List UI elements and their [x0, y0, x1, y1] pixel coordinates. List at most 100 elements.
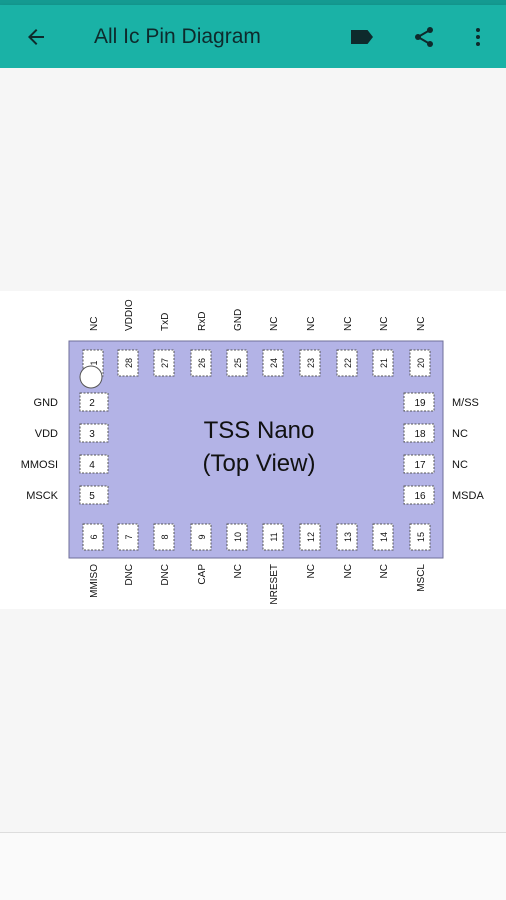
bottom-pin-label: NC [306, 564, 317, 578]
back-button[interactable] [12, 5, 60, 68]
left-pin-number: 3 [89, 429, 95, 440]
pin-diagram-svg: TSS Nano (Top View) 1NC28VDDIO27TxD26RxD… [21, 299, 485, 605]
top-pin-label: RxD [197, 312, 208, 331]
bottom-pin-label: DNC [124, 564, 135, 586]
bottom-pin-pad [117, 523, 139, 551]
bottom-pin-number: 11 [269, 532, 279, 541]
more-options-button[interactable] [454, 5, 502, 68]
chip-title-line-1: TSS Nano [204, 417, 315, 444]
top-pin-label: NC [379, 317, 390, 331]
bottom-pin-label: DNC [160, 564, 171, 586]
left-pin-number: 2 [89, 398, 95, 409]
top-pin-pad [299, 349, 321, 377]
right-pin-label: NC [452, 459, 468, 471]
left-pin-number: 5 [89, 491, 95, 502]
top-pin-number: 25 [233, 358, 243, 368]
top-pin-label: GND [233, 309, 244, 331]
top-pin-number: 27 [160, 358, 170, 368]
top-pin-pad [190, 349, 212, 377]
right-pin-label: NC [452, 428, 468, 440]
left-pin-pad [79, 423, 109, 443]
top-pin-pad [226, 349, 248, 377]
top-pin-number: 1 [89, 360, 99, 365]
bottom-pin-pad [372, 523, 394, 551]
label-button[interactable] [338, 5, 386, 68]
bottom-pin-pad [299, 523, 321, 551]
top-pin-number: 28 [124, 358, 134, 368]
bottom-pin-number: 15 [416, 532, 426, 542]
bottom-pin-label: NRESET [269, 564, 280, 605]
arrow-back-icon [28, 28, 44, 45]
right-pin-number: 17 [414, 460, 426, 471]
top-pin-pad [262, 349, 284, 377]
bottom-pin-number: 10 [233, 532, 243, 542]
top-pin-number: 22 [343, 358, 353, 368]
top-pin-pad [117, 349, 139, 377]
bottom-pin-number: 7 [124, 534, 134, 539]
label-tag-icon [351, 29, 373, 44]
left-pin-label: MSCK [26, 490, 58, 502]
top-pin-number: 21 [379, 358, 389, 368]
right-pin-number: 16 [414, 491, 426, 502]
bottom-pin-label: MMISO [89, 564, 100, 598]
right-pin-pad [403, 454, 435, 474]
chip-body [68, 340, 444, 559]
top-pin-number: 20 [416, 358, 426, 368]
bottom-pin-pad [190, 523, 212, 551]
bottom-pin-number: 14 [379, 532, 389, 542]
right-pin-number: 19 [414, 398, 426, 409]
top-pin-label: TxD [160, 313, 171, 331]
top-pin-pad [372, 349, 394, 377]
top-pin-number: 23 [306, 358, 316, 368]
right-pin-pad [403, 423, 435, 443]
status-bar-strip [0, 0, 506, 5]
right-pin-pad [403, 392, 435, 412]
right-pin-label: MSDA [452, 490, 484, 502]
top-pin-pad [153, 349, 175, 377]
bottom-pin-pad [226, 523, 248, 551]
more-vert-icon [476, 27, 480, 46]
bottom-pin-pad [262, 523, 284, 551]
bottom-pin-number: 6 [89, 534, 99, 539]
bottom-pin-pad [409, 523, 431, 551]
bottom-area [0, 833, 506, 900]
bottom-divider [0, 832, 506, 833]
top-pin-pad [336, 349, 358, 377]
app-bar: All Ic Pin Diagram [0, 5, 506, 68]
top-pin-label: NC [269, 317, 280, 331]
left-pin-number: 4 [89, 460, 95, 471]
bottom-pin-number: 12 [306, 532, 316, 542]
bottom-pin-pad [82, 523, 104, 551]
left-pin-label: VDD [35, 428, 58, 440]
top-pin-number: 24 [269, 358, 279, 368]
left-pin-label: GND [34, 397, 59, 409]
top-pin-label: NC [89, 317, 100, 331]
right-pin-pad [403, 485, 435, 505]
app-title: All Ic Pin Diagram [94, 25, 261, 48]
left-pin-label: MMOSI [21, 459, 58, 471]
bottom-pin-label: MSCL [416, 564, 427, 592]
bottom-pin-label: NC [343, 564, 354, 578]
top-pin-label: VDDIO [124, 299, 135, 331]
top-pin-label: NC [343, 317, 354, 331]
bottom-pin-pad [153, 523, 175, 551]
right-pin-label: M/SS [452, 397, 479, 409]
bottom-pin-number: 9 [197, 534, 207, 539]
bottom-pin-label: NC [379, 564, 390, 578]
bottom-pin-label: CAP [197, 564, 208, 585]
chip-title-line-2: (Top View) [203, 450, 316, 477]
top-pin-pad [409, 349, 431, 377]
left-pin-pad [79, 485, 109, 505]
top-pin-label: NC [416, 317, 427, 331]
share-button[interactable] [400, 5, 448, 68]
top-pin-number: 26 [197, 358, 207, 368]
left-pin-pad [79, 392, 109, 412]
bottom-pin-label: NC [233, 564, 244, 578]
share-icon [415, 26, 433, 47]
top-pin-label: NC [306, 317, 317, 331]
bottom-pin-number: 13 [343, 532, 353, 542]
left-pin-pad [79, 454, 109, 474]
bottom-pin-pad [336, 523, 358, 551]
right-pin-number: 18 [414, 429, 426, 440]
